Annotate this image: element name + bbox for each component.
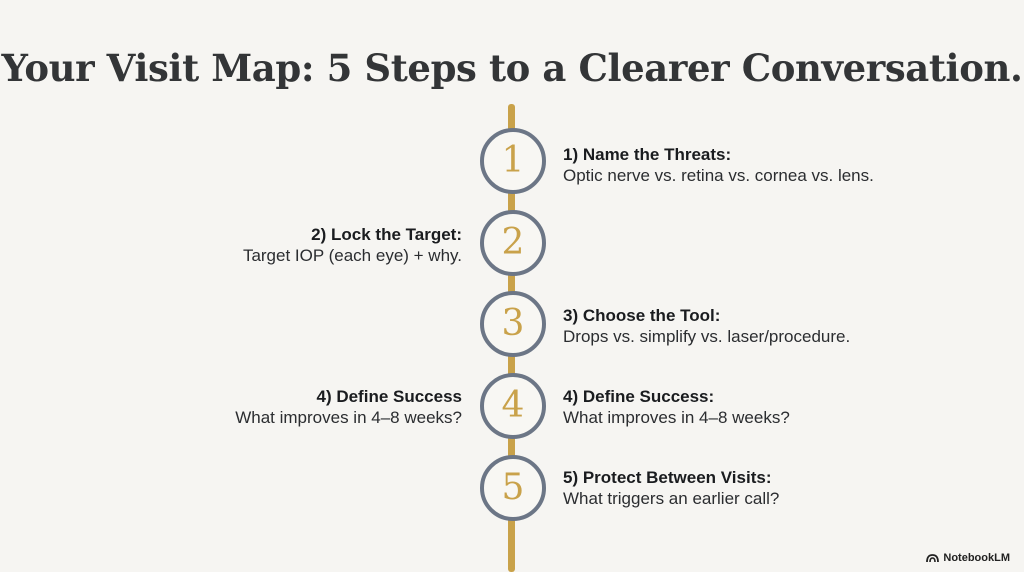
notebooklm-logo-icon: [926, 554, 940, 563]
step-3-number: 3: [501, 303, 525, 344]
step-1-number: 1: [501, 140, 525, 181]
step-4-left-title: 4) Define Success: [316, 387, 462, 406]
step-5-description: What triggers an earlier call?: [563, 489, 780, 508]
step-1-description: Optic nerve vs. retina vs. cornea vs. le…: [563, 166, 874, 185]
step-3-text: 3) Choose the Tool: Drops vs. simplify v…: [563, 305, 850, 347]
page-title: Your Visit Map: 5 Steps to a Clearer Con…: [1, 46, 1023, 90]
step-1-title: 1) Name the Threats:: [563, 145, 732, 164]
step-5-circle: 5: [480, 455, 546, 521]
step-2-description: Target IOP (each eye) + why.: [242, 246, 462, 265]
step-4-circle: 4: [480, 373, 546, 439]
step-1-text: 1) Name the Threats: Optic nerve vs. ret…: [563, 144, 874, 186]
step-2-title: 2) Lock the Target:: [311, 225, 462, 244]
step-4-left-description: What improves in 4–8 weeks?: [235, 408, 462, 427]
step-4-left-text: 4) Define Success What improves in 4–8 w…: [235, 386, 462, 428]
step-5-text: 5) Protect Between Visits: What triggers…: [563, 467, 779, 509]
step-2-text: 2) Lock the Target: Target IOP (each eye…: [243, 224, 462, 266]
brand-label: NotebookLM: [943, 552, 1010, 564]
step-4-number: 4: [501, 385, 525, 426]
step-3-description: Drops vs. simplify vs. laser/procedure.: [563, 327, 851, 346]
step-4-text: 4) Define Success: What improves in 4–8 …: [563, 386, 790, 428]
step-4-description: What improves in 4–8 weeks?: [563, 408, 790, 427]
notebooklm-watermark: NotebookLM: [926, 552, 1010, 564]
step-5-number: 5: [501, 467, 525, 508]
step-3-circle: 3: [480, 291, 546, 357]
step-2-circle: 2: [480, 210, 546, 276]
step-2-number: 2: [501, 222, 525, 263]
step-4-title: 4) Define Success:: [563, 387, 715, 406]
step-5-title: 5) Protect Between Visits:: [563, 468, 772, 487]
step-3-title: 3) Choose the Tool:: [563, 306, 721, 325]
step-1-circle: 1: [480, 128, 546, 194]
